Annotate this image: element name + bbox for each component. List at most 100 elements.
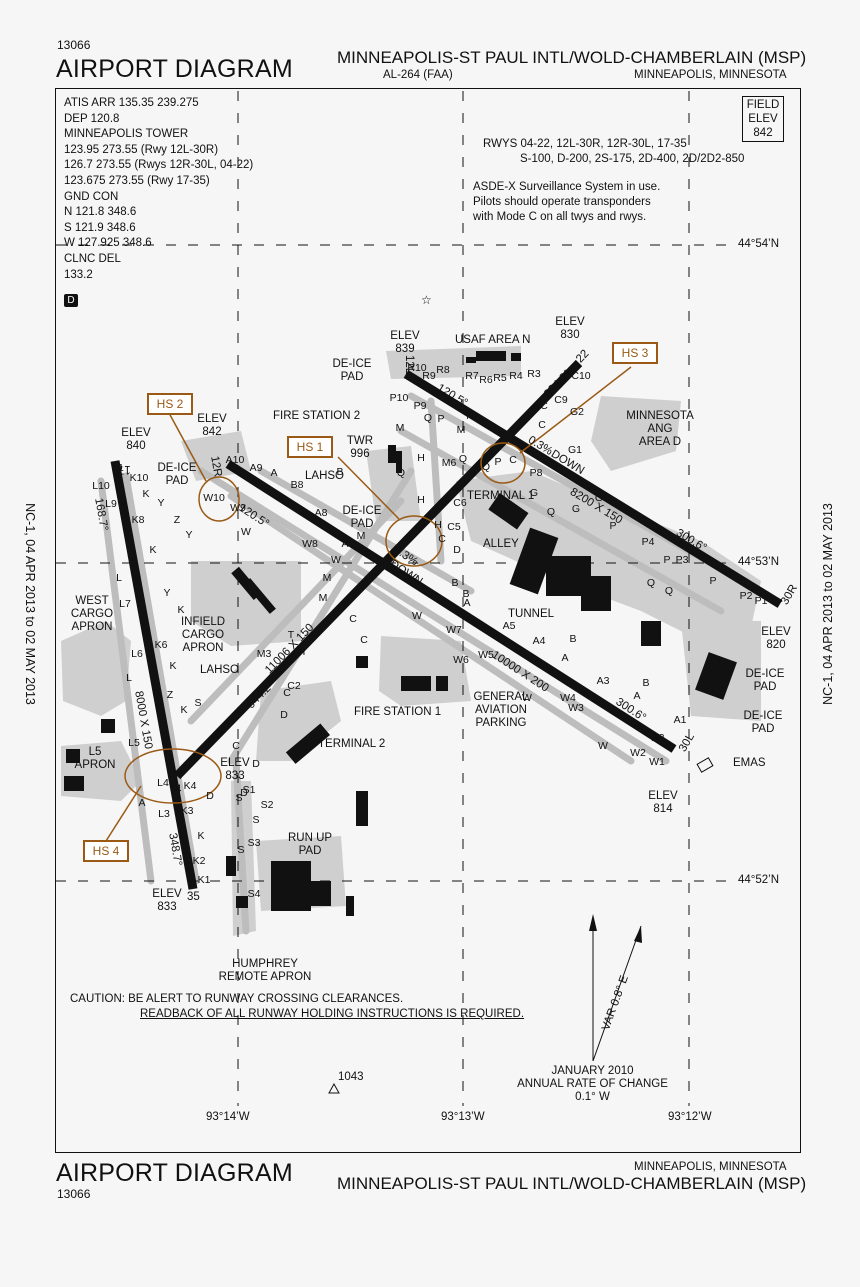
taxiway-label: L1: [112, 462, 124, 474]
taxiway-label: S1: [243, 784, 256, 796]
taxiway-label: Q: [482, 461, 490, 473]
taxiway-label: P1: [755, 595, 768, 607]
taxiway-label: Q: [424, 412, 432, 424]
taxiway-label: M: [396, 422, 405, 434]
digital-atis-icon: D: [64, 294, 78, 307]
taxiway-label: C5: [447, 521, 461, 533]
frequency-line: W 127.925 348.6: [64, 237, 152, 250]
taxiway-label: C: [360, 634, 368, 646]
terminal2-apron-area: [256, 681, 341, 761]
taxiway-label: P10: [390, 392, 409, 404]
tunnel-label: TUNNEL: [508, 608, 555, 620]
taxiway-label: L5: [128, 737, 140, 749]
city-name: MINNEAPOLIS, MINNESOTA: [634, 69, 787, 81]
diagram-drawing: ☆ L1K10L10L9KK8KYYZYLL7KK6L6KLZKL5L4K4L3…: [56, 91, 783, 1106]
emas-label: EMAS: [733, 757, 766, 769]
terminal1-apron: [456, 471, 761, 651]
taxiway-label: G2: [570, 406, 584, 418]
hot-spot-hs1[interactable]: HS 1: [287, 436, 333, 458]
field-elev-l3: 842: [753, 127, 773, 139]
taxiway-label: W10: [203, 492, 225, 504]
taxiway-label: Q: [459, 453, 467, 465]
taxiway-label: A: [138, 797, 145, 809]
taxiway-label: A: [463, 597, 470, 609]
hot-spot-hs3[interactable]: HS 3: [612, 342, 658, 364]
taxiway-label: A5: [503, 620, 516, 632]
taxiway-label: P: [437, 413, 444, 425]
hs3-ring: [480, 442, 526, 484]
taxiway-label: M: [323, 572, 332, 584]
taxiway-label: Y: [157, 497, 164, 509]
rwy-35-end: 35: [187, 891, 200, 903]
frequency-line: DEP 120.8: [64, 112, 120, 125]
taxiway-label: K1: [198, 874, 211, 886]
tower-area: [366, 446, 421, 521]
taxiway-label: Y: [163, 587, 170, 599]
taxiway-label: W4: [560, 692, 576, 704]
taxiway-label: P2: [740, 590, 753, 602]
taxiway-label: S3: [248, 837, 261, 849]
airport-id: (MSP): [758, 48, 807, 67]
taxiway-label: B: [642, 677, 649, 689]
taxiway-label: A: [341, 538, 348, 550]
taxiway-label: W9: [230, 502, 246, 514]
taxiway-label: C10: [571, 370, 590, 382]
taxiway-label: P9: [414, 400, 427, 412]
taxiway-label: K4: [184, 780, 197, 792]
hot-spot-hs2[interactable]: HS 2: [147, 393, 193, 415]
taxiway-label: M: [319, 592, 328, 604]
taxiway-label: R7: [465, 370, 479, 382]
frequency-line: 123.675 273.55 (Rwy 17-35): [64, 174, 210, 187]
taxiway-label: H: [434, 519, 442, 531]
taxiway-label: A2: [652, 732, 665, 744]
ang-area: [591, 396, 681, 471]
lahso-label-2: LAHSO: [200, 664, 239, 676]
taxiway-label: W6: [453, 654, 469, 666]
taxiway-label: S: [237, 844, 244, 856]
taxiway-label: L3: [158, 808, 170, 820]
taxiway-label: D: [240, 787, 248, 799]
airport-name: MINNEAPOLIS-ST PAUL INTL/WOLD-CHAMBERLAI…: [337, 48, 807, 67]
taxiway-label: L10: [92, 480, 110, 492]
hot-spot-hs4[interactable]: HS 4: [83, 840, 129, 862]
taxiway-label: M3: [257, 648, 272, 660]
taxiway-label: K: [177, 604, 184, 616]
hot-spot-rings: [105, 366, 632, 842]
graticule: [56, 91, 736, 1106]
taxiway-label: T: [288, 629, 295, 641]
validity-left: NC-1, 04 APR 2013 to 02 MAY 2013: [23, 503, 37, 705]
lon-label-2: 93°13’W: [441, 1111, 485, 1123]
taxiway-label: C9: [554, 394, 568, 406]
obstacle-height: 1043: [338, 1071, 364, 1083]
taxiway-label: Y: [185, 529, 192, 541]
footer-city: MINNEAPOLIS, MINNESOTA: [634, 1161, 787, 1173]
taxiway-label: L6: [131, 648, 143, 660]
runway-strength-1: RWYS 04-22, 12L-30R, 12R-30L, 17-35: [483, 138, 687, 150]
taxiway-label: C2: [287, 680, 301, 692]
taxiway-label: H: [417, 452, 425, 464]
taxiway-label: B: [336, 466, 343, 478]
hs1-ring: [385, 515, 443, 567]
lat-label-1: 44°54’N: [738, 238, 780, 250]
taxiway-label: G: [595, 492, 603, 504]
frequency-line: ATIS ARR 135.35 239.275: [64, 97, 199, 109]
taxiway-label: A: [270, 467, 277, 479]
taxiway-label: A10: [226, 454, 245, 466]
rwy-12L-end: 12L: [403, 355, 415, 375]
taxiway-label: D: [453, 544, 461, 556]
taxiway-label: P: [709, 575, 716, 587]
taxiway-label: W7: [446, 624, 462, 636]
taxiway-label: Q: [665, 585, 673, 597]
taxiway-label: D: [280, 709, 288, 721]
fire-station-2-label: FIRE STATION 2: [273, 410, 361, 422]
